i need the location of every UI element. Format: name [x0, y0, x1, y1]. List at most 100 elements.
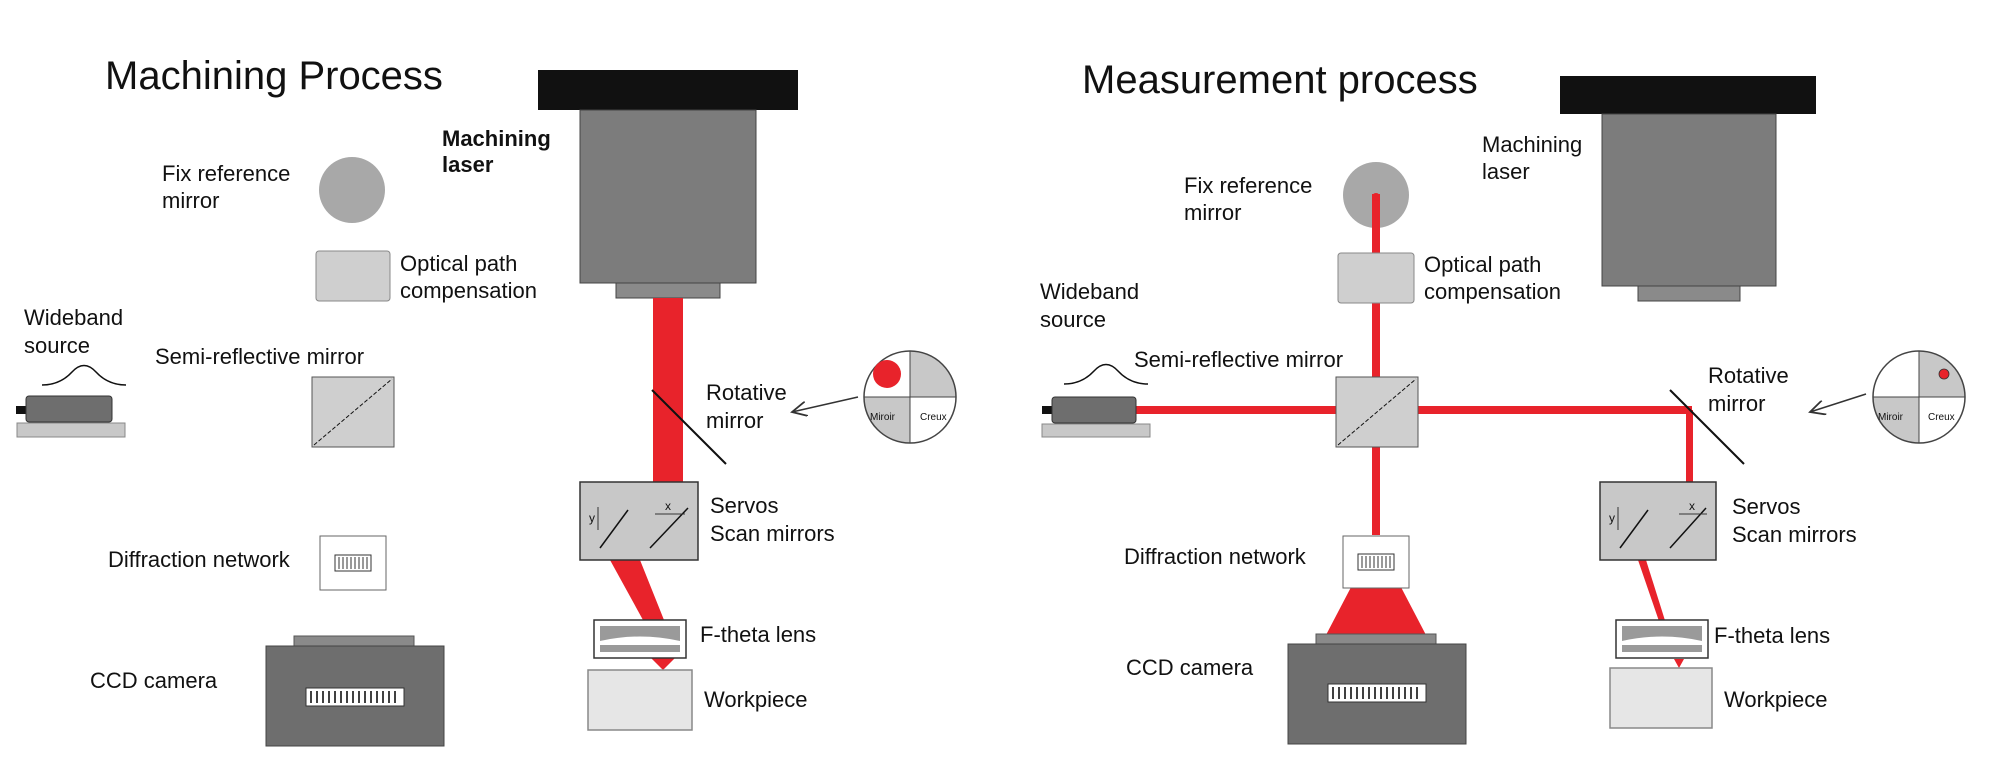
semi-reflective-diagonal-right: [1337, 378, 1417, 446]
measurement-beam-vertical: [1372, 195, 1380, 535]
source-connector: [16, 406, 26, 414]
diffraction-grating-icon-right: [1357, 553, 1395, 571]
rotative-mirror-line: [651, 389, 727, 465]
ccd-camera-label: CCD camera: [90, 668, 218, 693]
inset-miroir-label-right: Miroir: [1878, 412, 1904, 423]
semi-reflective-mirror-right-label: Semi-reflective mirror: [1134, 347, 1343, 372]
fix-reference-mirror: [319, 157, 385, 223]
machining-laser-body: [579, 109, 757, 284]
spectrum-curve-icon-right: [1063, 363, 1149, 385]
axis-x-label-right: x: [1689, 499, 1695, 513]
machining-laser-right-label-2: laser: [1482, 159, 1530, 184]
ccd-sensor-pixels-right: [1332, 687, 1418, 699]
workpiece-block: [587, 669, 693, 731]
fix-reference-mirror-label-1: Fix reference: [162, 161, 290, 186]
mirror-inset-diagram: Miroir Creux: [863, 350, 957, 444]
wideband-source-device: [25, 395, 113, 423]
inset-arrow-right: [1810, 393, 1867, 412]
optical-path-label-1: Optical path: [400, 251, 517, 276]
inset-miroir-label: Miroir: [870, 412, 896, 423]
wideband-source-base-right: [1041, 423, 1151, 438]
scan-mirror-1-right: [1619, 509, 1649, 549]
semi-reflective-mirror-label: Semi-reflective mirror: [155, 344, 364, 369]
rotative-mirror-right-label-1: Rotative: [1708, 363, 1789, 388]
measurement-beam-to-scanner: [1686, 410, 1693, 488]
f-theta-lens-lower-right: [1622, 645, 1702, 652]
axis-y-label: y: [589, 511, 595, 525]
servos-scan-mirrors-box: [579, 481, 699, 561]
wideband-source-device-right: [1051, 396, 1137, 424]
machining-beam-vertical: [653, 298, 683, 482]
diffraction-network-right-label: Diffraction network: [1124, 544, 1307, 569]
optical-path-compensation-block: [315, 250, 391, 302]
wideband-source-right-label-1: Wideband: [1040, 279, 1139, 304]
machining-title: Machining Process: [105, 54, 443, 98]
source-connector-right: [1042, 406, 1052, 414]
f-theta-lens-lower: [600, 645, 680, 652]
fix-reference-mirror-right-label-2: mirror: [1184, 200, 1241, 225]
laser-nozzle-right: [1637, 285, 1741, 302]
wideband-source-base: [16, 422, 126, 438]
fix-reference-mirror-label-2: mirror: [162, 188, 219, 213]
measurement-beam-to-ccd: [1326, 570, 1426, 635]
ccd-camera-right-label: CCD camera: [1126, 655, 1254, 680]
axis-y-label-right: y: [1609, 511, 1615, 525]
laser-top-plate-right: [1560, 76, 1816, 114]
workpiece-block-right: [1609, 667, 1713, 729]
machining-laser-label-1: Machining: [442, 126, 551, 151]
servos-label-2: Scan mirrors: [710, 521, 835, 546]
fix-reference-mirror-right-label-1: Fix reference: [1184, 173, 1312, 198]
semi-reflective-diagonal: [313, 378, 393, 446]
servos-scan-mirrors-box-right: [1599, 481, 1717, 561]
rotative-mirror-label-1: Rotative: [706, 380, 787, 405]
machining-process-panel: Machining Process Machining laser Rotati…: [16, 54, 957, 747]
machining-laser-label-2: laser: [442, 152, 494, 177]
f-theta-lens-upper: [600, 626, 680, 641]
ccd-sensor-strip: [305, 687, 405, 707]
axis-x-label: x: [665, 499, 671, 513]
reference-beam-segment: [1372, 194, 1380, 254]
optical-path-compensation-block-right: [1337, 252, 1415, 304]
inset-spot: [873, 360, 901, 388]
inset-creux-label-right: Creux: [1928, 412, 1955, 423]
ccd-camera-top-right: [1315, 633, 1437, 645]
workpiece-right-label: Workpiece: [1724, 687, 1828, 712]
servos-right-label-2: Scan mirrors: [1732, 522, 1857, 547]
mirror-inset-diagram-right: Miroir Creux: [1872, 350, 1966, 444]
machining-laser-body-right: [1601, 113, 1777, 287]
optical-path-right-label-2: compensation: [1424, 279, 1561, 304]
servos-label-1: Servos: [710, 493, 778, 518]
laser-nozzle: [615, 282, 721, 299]
wideband-source-right-label-2: source: [1040, 307, 1106, 332]
scan-mirror-2: [649, 507, 689, 549]
f-theta-lens-right-label: F-theta lens: [1714, 623, 1830, 648]
spectrum-curve-icon: [41, 364, 127, 386]
f-theta-lens-label: F-theta lens: [700, 622, 816, 647]
measurement-beam-to-workpiece: [1674, 659, 1684, 668]
scan-mirror-1: [599, 509, 629, 549]
inset-creux-label: Creux: [920, 412, 947, 423]
laser-top-plate: [538, 70, 798, 110]
wideband-source-label-1: Wideband: [24, 305, 123, 330]
workpiece-label: Workpiece: [704, 687, 808, 712]
measurement-process-panel: Measurement process Machining laser Fix …: [1040, 58, 1966, 745]
optical-path-right-label-1: Optical path: [1424, 252, 1541, 277]
diffraction-grating-icon: [334, 554, 372, 572]
ccd-sensor-pixels: [310, 691, 396, 703]
measurement-title: Measurement process: [1082, 58, 1478, 102]
machining-laser-right-label-1: Machining: [1482, 132, 1582, 157]
ccd-camera-top: [293, 635, 415, 647]
inset-arrow: [792, 396, 859, 412]
inset-spot-right: [1938, 368, 1950, 380]
diffraction-network-label: Diffraction network: [108, 547, 291, 572]
servos-right-label-1: Servos: [1732, 494, 1800, 519]
rotative-mirror-line-right: [1669, 389, 1745, 465]
wideband-source-label-2: source: [24, 333, 90, 358]
ccd-sensor-strip-right: [1327, 683, 1427, 703]
measurement-beam-to-lens: [1638, 560, 1668, 630]
rotative-mirror-right-label-2: mirror: [1708, 391, 1765, 416]
f-theta-lens-upper-right: [1622, 626, 1702, 641]
scan-mirror-2-right: [1669, 507, 1707, 549]
rotative-mirror-label-2: mirror: [706, 408, 763, 433]
